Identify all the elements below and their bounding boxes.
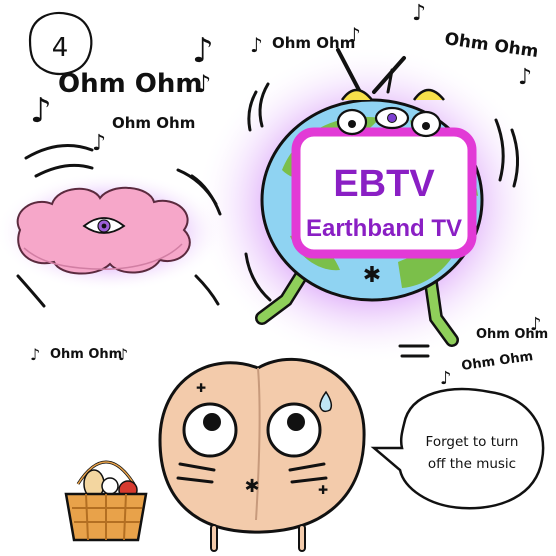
picnic-basket-icon: [64, 460, 148, 542]
star-mouth-icon: ✱: [244, 476, 259, 497]
panel-number: 4: [52, 33, 69, 63]
chant-top-center: Ohm Ohm ♪ ♪: [250, 23, 361, 57]
cloud-eye-icon: [82, 217, 126, 234]
chant-bottom-right-2: Ohm Ohm ♪: [440, 349, 534, 389]
chant-bottom-left: Ohm Ohm ♪ ♪: [30, 345, 128, 364]
music-note-icon: ♪: [250, 33, 263, 57]
star-mouth-icon: ✱: [363, 263, 381, 288]
music-note-icon: ♪: [30, 91, 52, 131]
chant-top-left: Ohm Ohm ♪ ♪: [30, 31, 214, 131]
chant-mid-left: Ohm Ohm ♪ ♪: [92, 70, 211, 156]
tv-eyes: [336, 88, 445, 138]
chant-text: Ohm Ohm: [50, 347, 122, 362]
panel-number-badge: 4: [28, 11, 93, 76]
music-note-icon: ♪: [518, 65, 532, 90]
music-note-icon: ♪: [118, 345, 128, 364]
music-note-icon: ♪: [196, 70, 211, 98]
chant-text: Ohm Ohm: [476, 327, 548, 342]
speech-line-2: off the music: [428, 456, 516, 472]
sparkle-icon: ✚: [318, 483, 328, 497]
tv-title: EBTV: [333, 163, 435, 205]
sweat-drop-icon: [319, 390, 333, 413]
music-note-icon: ♪: [440, 368, 452, 389]
speech-line-1: Forget to turn: [426, 434, 519, 450]
music-note-icon: ♪: [192, 31, 214, 71]
chant-text: Ohm Ohm: [272, 34, 355, 52]
music-note-icon: ♪: [348, 23, 361, 47]
sparkle-icon: ✚: [196, 381, 206, 395]
music-note-icon: ♪: [92, 131, 106, 156]
music-note-icon: ♪: [30, 345, 40, 364]
chant-bottom-right-1: Ohm Ohm ♪: [476, 314, 548, 342]
earth-tv-creature: EBTV Earthband TV ✱: [244, 48, 519, 358]
music-note-icon: ♪: [412, 1, 426, 26]
speech-bubble: Forget to turn off the music: [370, 387, 545, 510]
bean-character: ✱ ✚ ✚: [158, 358, 366, 552]
cloud-creature: [16, 144, 222, 308]
chant-text: Ohm Ohm: [443, 29, 539, 62]
chant-text: Ohm Ohm: [112, 114, 195, 132]
tv-subtitle: Earthband TV: [306, 215, 462, 242]
chant-text: Ohm Ohm: [460, 349, 534, 374]
music-note-icon: ♪: [530, 314, 542, 335]
chant-text: Ohm Ohm: [58, 69, 202, 99]
